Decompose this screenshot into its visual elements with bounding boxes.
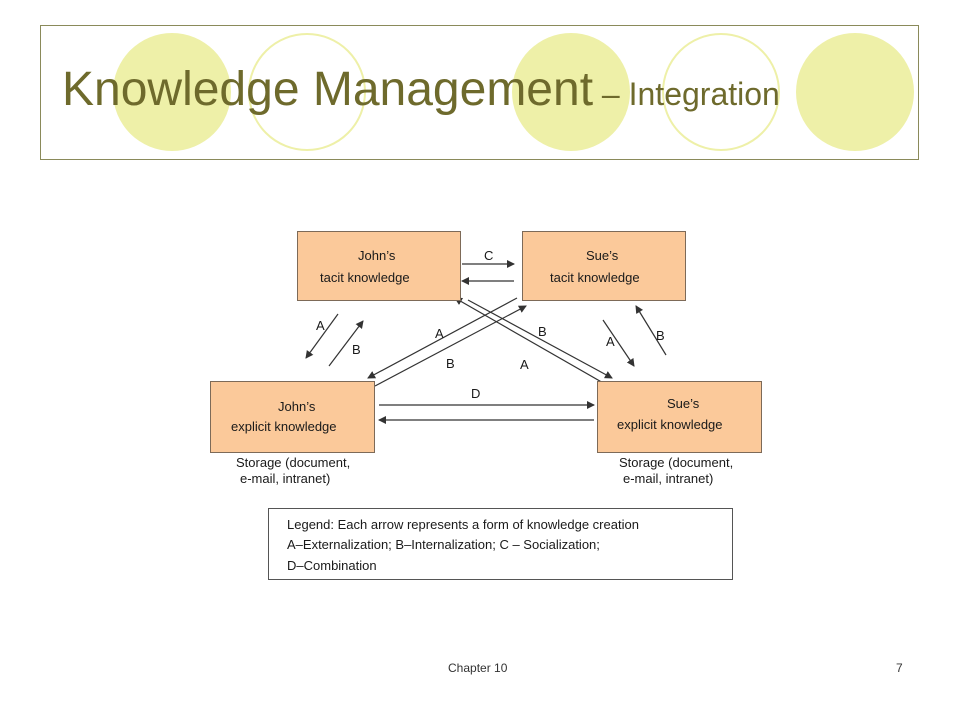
slide-title-sub: – Integration xyxy=(601,76,780,112)
arrow-a-sue-explicit-to-john-tacit xyxy=(454,297,606,385)
legend-line3: D–Combination xyxy=(287,558,377,573)
arrow-label-b-center-upper: B xyxy=(538,324,547,339)
node-sue-explicit-line2: explicit knowledge xyxy=(617,417,723,432)
arrow-label-d: D xyxy=(471,386,481,401)
legend-line1: Legend: Each arrow represents a form of … xyxy=(287,517,639,532)
node-sue-explicit: Sue’s explicit knowledge xyxy=(597,381,762,453)
decorative-circle xyxy=(248,33,366,151)
legend-box: Legend: Each arrow represents a form of … xyxy=(268,508,733,580)
decorative-circle xyxy=(796,33,914,151)
page-number: 7 xyxy=(896,661,903,675)
node-john-explicit-line1: John’s xyxy=(278,399,316,414)
slide-title-main: Knowledge Management xyxy=(62,63,594,116)
node-sue-tacit-line1: Sue’s xyxy=(586,248,619,263)
arrow-label-b-right: B xyxy=(656,328,665,343)
arrow-label-a-right: A xyxy=(606,334,615,349)
node-john-tacit-line1: John’s xyxy=(358,248,396,263)
node-john-explicit-line2: explicit knowledge xyxy=(231,419,337,434)
footer-chapter: Chapter 10 xyxy=(448,661,508,675)
arrow-b-john-tacit-to-sue-explicit xyxy=(467,299,613,379)
arrow-label-a-left: A xyxy=(316,318,325,333)
node-sue-tacit: Sue’s tacit knowledge xyxy=(522,231,686,301)
storage-note-sue-line1: Storage (document, xyxy=(619,455,734,470)
arrow-b-left xyxy=(328,320,364,367)
arrow-b-sue-tacit-to-john-explicit xyxy=(367,297,518,379)
arrow-label-b-center-lower: B xyxy=(446,356,455,371)
node-sue-explicit-line1: Sue’s xyxy=(667,396,700,411)
arrow-label-b-left: B xyxy=(352,342,361,357)
decorative-circle xyxy=(512,33,630,151)
slide-title: Knowledge Management – Integration xyxy=(62,66,780,114)
storage-note-john-line1: Storage (document, xyxy=(236,455,351,470)
arrow-a-left xyxy=(305,313,339,359)
arrow-label-c: C xyxy=(484,248,494,263)
node-sue-tacit-line2: tacit knowledge xyxy=(550,270,640,285)
storage-note-sue-line2: e-mail, intranet) xyxy=(623,471,714,486)
arrow-a-right xyxy=(602,319,635,367)
node-john-tacit: John’s tacit knowledge xyxy=(297,231,461,301)
storage-note-john-line2: e-mail, intranet) xyxy=(240,471,331,486)
node-john-explicit: John’s explicit knowledge xyxy=(210,381,375,453)
title-banner xyxy=(40,25,919,160)
decorative-circle xyxy=(113,33,231,151)
storage-note-john: Storage (document, e-mail, intranet) xyxy=(236,455,350,487)
arrow-b-right xyxy=(635,305,667,356)
arrow-label-a-center-upper: A xyxy=(435,326,444,341)
legend-line2: A–Externalization; B–Internalization; C … xyxy=(287,537,600,552)
arrow-label-a-center-lower: A xyxy=(520,357,529,372)
storage-note-sue: Storage (document, e-mail, intranet) xyxy=(619,455,733,487)
node-john-tacit-line2: tacit knowledge xyxy=(320,270,410,285)
decorative-circle xyxy=(662,33,780,151)
arrow-a-john-explicit-to-sue-tacit xyxy=(374,305,527,387)
